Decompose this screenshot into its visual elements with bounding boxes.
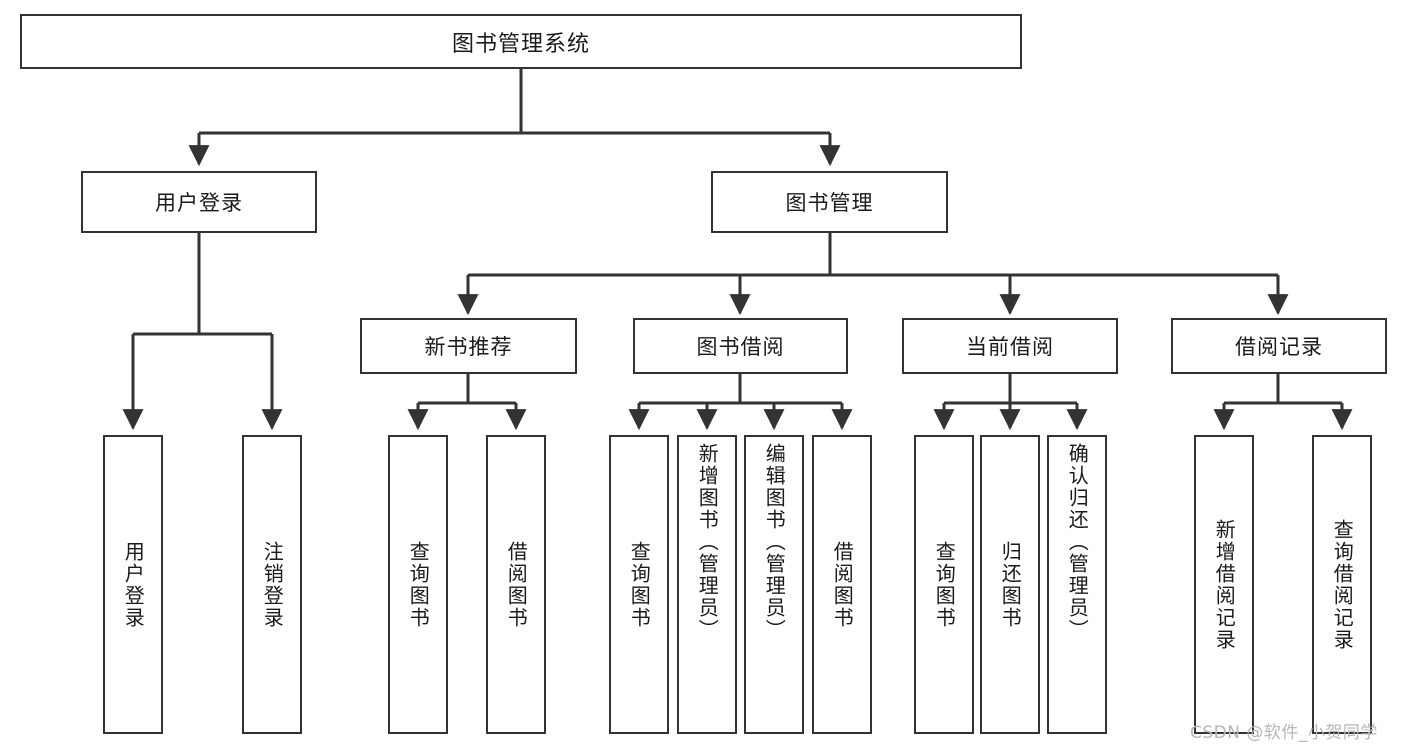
node-user-login[interactable]: 用户登录 [81, 171, 317, 233]
node-leaf-query-book-1[interactable]: 查询图书 [388, 435, 448, 734]
node-label-leaf-query-record: 查询借阅记录 [1330, 518, 1355, 651]
node-label-leaf-logout-login: 注销登录 [260, 540, 285, 629]
node-label-new-book-recommend: 新书推荐 [424, 335, 513, 359]
node-current-borrow[interactable]: 当前借阅 [902, 318, 1118, 374]
watermark-text: CSDN @软件_小贺同学 [1190, 723, 1378, 743]
node-label-leaf-user-login: 用户登录 [121, 540, 146, 629]
node-label-leaf-borrow-book-1: 借阅图书 [504, 540, 529, 629]
node-label-book-borrow: 图书借阅 [696, 335, 785, 359]
node-leaf-add-record[interactable]: 新增借阅记录 [1194, 435, 1254, 734]
node-label-user-login: 用户登录 [155, 191, 243, 215]
node-label-leaf-edit-book: 编辑图书（管理员） [762, 443, 787, 641]
node-new-book-recommend[interactable]: 新书推荐 [360, 318, 577, 374]
node-leaf-add-book[interactable]: 新增图书（管理员） [677, 435, 737, 734]
node-label-leaf-query-book-3: 查询图书 [932, 540, 957, 629]
node-label-leaf-confirm-return: 确认归还（管理员） [1065, 443, 1090, 641]
node-leaf-user-login[interactable]: 用户登录 [103, 435, 163, 734]
node-label-current-borrow: 当前借阅 [966, 335, 1054, 359]
node-label-leaf-return-book: 归还图书 [998, 540, 1023, 629]
node-leaf-query-record[interactable]: 查询借阅记录 [1312, 435, 1372, 734]
node-leaf-edit-book[interactable]: 编辑图书（管理员） [744, 435, 804, 734]
node-leaf-borrow-book-1[interactable]: 借阅图书 [486, 435, 546, 734]
node-leaf-query-book-3[interactable]: 查询图书 [914, 435, 974, 734]
node-label-leaf-add-book: 新增图书（管理员） [695, 443, 720, 641]
node-leaf-return-book[interactable]: 归还图书 [980, 435, 1040, 734]
node-label-leaf-query-book-1: 查询图书 [406, 540, 431, 629]
node-book-management[interactable]: 图书管理 [711, 171, 948, 233]
node-label-book-management: 图书管理 [785, 191, 874, 215]
node-label-leaf-add-record: 新增借阅记录 [1212, 518, 1237, 651]
node-label-borrow-record: 借阅记录 [1235, 335, 1323, 359]
node-leaf-borrow-book-2[interactable]: 借阅图书 [812, 435, 872, 734]
node-leaf-confirm-return[interactable]: 确认归还（管理员） [1047, 435, 1107, 734]
node-leaf-query-book-2[interactable]: 查询图书 [609, 435, 669, 734]
node-leaf-logout-login[interactable]: 注销登录 [242, 435, 302, 734]
node-root-system[interactable]: 图书管理系统 [20, 14, 1022, 69]
node-borrow-record[interactable]: 借阅记录 [1171, 318, 1387, 374]
node-book-borrow[interactable]: 图书借阅 [633, 318, 848, 374]
node-label-leaf-borrow-book-2: 借阅图书 [830, 540, 855, 629]
node-label-root: 图书管理系统 [451, 31, 590, 57]
node-label-leaf-query-book-2: 查询图书 [627, 540, 652, 629]
